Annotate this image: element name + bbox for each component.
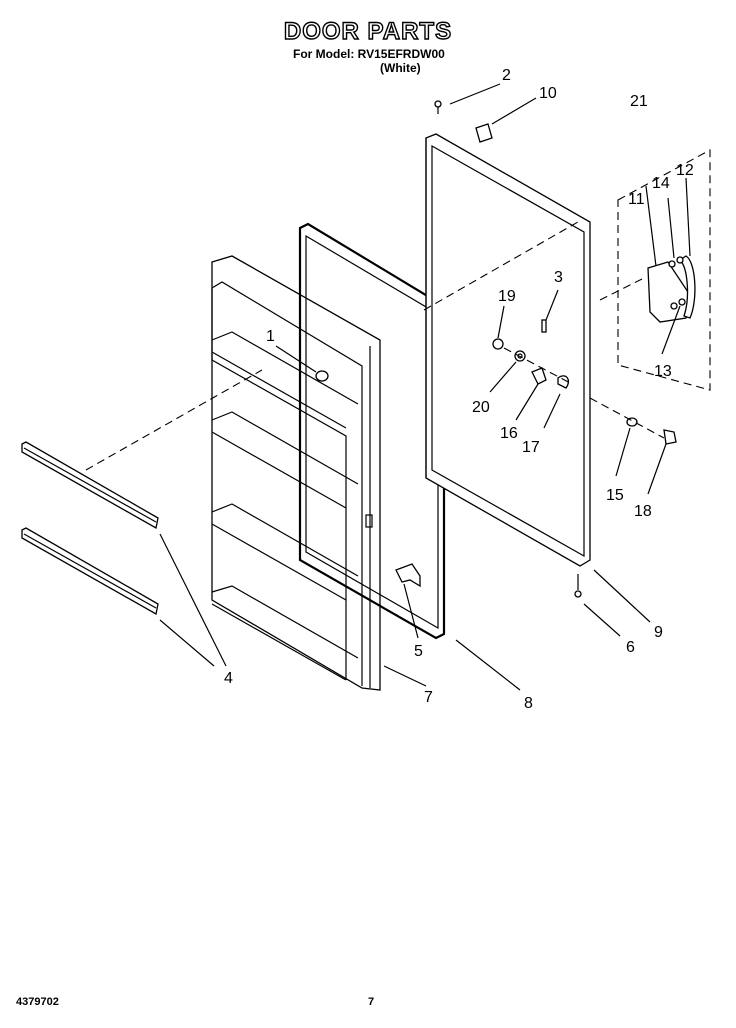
trim-strip-upper	[21, 441, 159, 530]
screw-2	[434, 100, 442, 114]
pin-align-line	[589, 397, 665, 439]
callout-9: 9	[654, 624, 663, 641]
bracket-3	[541, 319, 547, 333]
callout-1: 1	[266, 328, 275, 345]
callout-8: 8	[524, 695, 533, 712]
hinge-align-line	[599, 277, 645, 301]
callout-15: 15	[606, 487, 624, 504]
pin-15	[626, 417, 638, 427]
model-line: For Model: RV15EFRDW00	[293, 47, 445, 61]
callout-20: 20	[472, 399, 490, 416]
bushing-6	[574, 574, 582, 598]
callout-12: 12	[676, 162, 694, 179]
liner-align-line	[423, 221, 579, 311]
callout-16: 16	[500, 425, 518, 442]
door-gasket	[298, 222, 446, 640]
screw-19	[492, 338, 504, 350]
trim-strip-lower	[21, 527, 159, 616]
callout-11: 11	[628, 191, 645, 208]
callout-14: 14	[652, 175, 670, 192]
cap-18	[663, 429, 677, 445]
callout-17: 17	[522, 439, 540, 456]
page-title: DOOR PARTS	[283, 17, 453, 45]
callout-3: 3	[554, 269, 563, 286]
clip-5	[395, 563, 421, 588]
callout-10: 10	[539, 85, 557, 102]
clip-16	[531, 367, 547, 385]
trim-align-line	[85, 369, 263, 471]
callout-4: 4	[224, 670, 233, 687]
callout-5: 5	[414, 643, 423, 660]
screw-1	[315, 370, 329, 382]
callout-19: 19	[498, 288, 516, 305]
color-line: (White)	[380, 61, 421, 75]
inner-door-liner	[211, 255, 381, 691]
document-number: 4379702	[16, 996, 59, 1008]
page-number: 7	[368, 996, 375, 1008]
callout-13: 13	[654, 363, 672, 380]
callout-2: 2	[502, 67, 511, 84]
callout-6: 6	[626, 639, 635, 656]
callout-18: 18	[634, 503, 652, 520]
callout-21: 21	[630, 93, 648, 110]
clip-17	[557, 375, 570, 389]
leader-lines	[159, 83, 691, 691]
hinge-assembly	[617, 149, 711, 391]
callout-7: 7	[424, 689, 433, 706]
label-10	[475, 123, 493, 143]
